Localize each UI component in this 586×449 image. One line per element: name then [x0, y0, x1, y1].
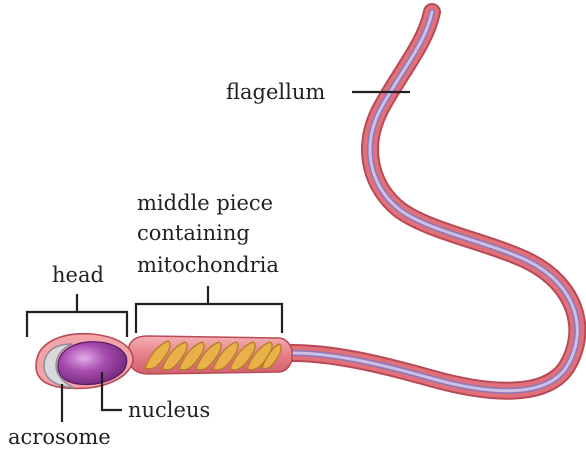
label-flagellum: flagellum: [226, 80, 325, 104]
flagellum-membrane: [288, 12, 577, 391]
flagellum: [288, 12, 577, 391]
label-nucleus: nucleus: [128, 398, 210, 422]
label-middle-piece-line2: containing: [137, 221, 250, 245]
head: [36, 334, 133, 389]
label-acrosome: acrosome: [8, 425, 111, 449]
middle-piece: [128, 336, 292, 374]
flagellum-core-light: [288, 12, 577, 391]
label-middle-piece-line3: mitochondria: [137, 253, 279, 277]
flagellum-outer: [288, 12, 577, 391]
label-middle-piece-line1: middle piece: [137, 191, 273, 215]
label-head: head: [52, 263, 104, 287]
flagellum-core: [288, 12, 577, 391]
head-bracket: [27, 294, 127, 337]
middle-piece-bracket: [136, 286, 282, 333]
